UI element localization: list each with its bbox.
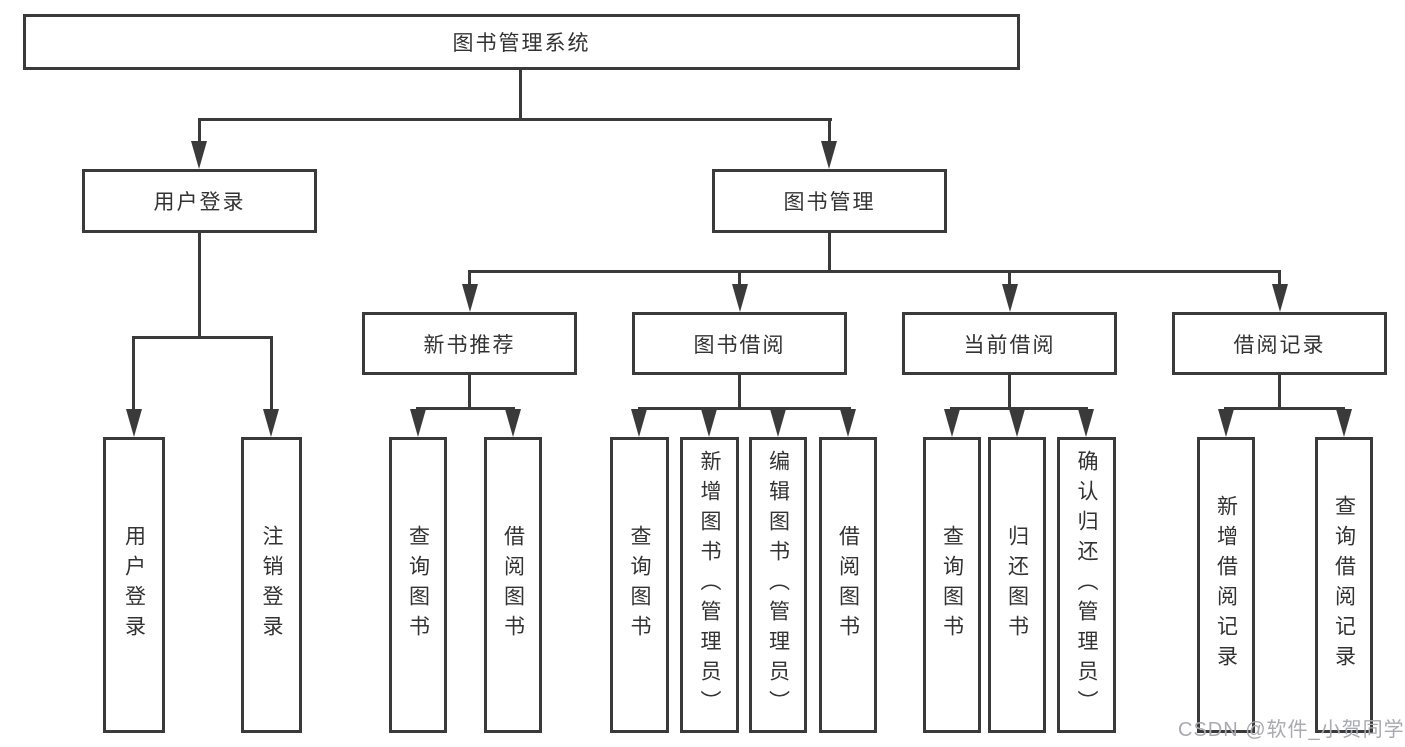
connector-line — [828, 233, 831, 272]
connector-line — [468, 270, 471, 286]
node-label: 查询图书 — [406, 525, 430, 645]
connector-line — [1008, 270, 1011, 286]
node-label: 图书借阅 — [693, 333, 786, 357]
connector-line — [1224, 407, 1345, 410]
arrow-down-icon — [1272, 284, 1288, 312]
connector-line — [1008, 375, 1011, 409]
node-label: 查询借阅记录 — [1332, 495, 1356, 675]
leaf-query-books-current: 查询图书 — [923, 437, 981, 733]
arrow-down-icon — [770, 409, 786, 437]
arrow-down-icon — [410, 409, 426, 437]
connector-line — [468, 375, 471, 409]
connector-line — [1278, 270, 1281, 286]
connector-line — [416, 407, 515, 410]
connector-line — [132, 336, 273, 339]
leaf-add-borrow-record: 新增借阅记录 — [1197, 437, 1255, 733]
node-label: 借阅记录 — [1233, 333, 1326, 357]
arrow-down-icon — [840, 409, 856, 437]
arrow-down-icon — [126, 409, 142, 437]
connector-line — [198, 233, 201, 339]
node-label: 借阅图书 — [836, 525, 860, 645]
connector-line — [738, 270, 741, 286]
arrow-down-icon — [1218, 409, 1234, 437]
connector-line — [638, 407, 851, 410]
leaf-user-login: 用户登录 — [103, 437, 165, 733]
node-label: 新增借阅记录 — [1214, 495, 1238, 675]
node-label: 当前借阅 — [963, 333, 1056, 357]
node-current-borrowing: 当前借阅 — [902, 312, 1117, 375]
connector-line — [828, 118, 831, 144]
arrow-down-icon — [732, 284, 748, 312]
node-label: 新增图书（管理员） — [698, 450, 721, 720]
arrow-down-icon — [944, 409, 960, 437]
node-label: 借阅图书 — [501, 525, 525, 645]
arrow-down-icon — [1009, 409, 1025, 437]
node-user-login: 用户登录 — [82, 169, 317, 233]
connector-line — [198, 118, 201, 144]
leaf-logout: 注销登录 — [241, 437, 302, 733]
arrow-down-icon — [505, 409, 521, 437]
leaf-edit-book-admin: 编辑图书（管理员） — [749, 437, 807, 733]
connector-line — [198, 118, 832, 121]
leaf-query-borrow-record: 查询借阅记录 — [1315, 437, 1373, 733]
leaf-borrow-books-recommend: 借阅图书 — [484, 437, 542, 733]
node-label: 图书管理系统 — [452, 32, 591, 55]
connector-line — [519, 70, 522, 120]
connector-line — [468, 270, 1281, 273]
node-label: 确认归还（管理员） — [1075, 450, 1098, 720]
node-borrowing-records: 借阅记录 — [1172, 312, 1387, 375]
node-label: 查询图书 — [940, 525, 964, 645]
arrow-down-icon — [1078, 409, 1094, 437]
connector-line — [738, 375, 741, 409]
arrow-down-icon — [462, 284, 478, 312]
node-label: 编辑图书（管理员） — [766, 450, 790, 720]
leaf-add-book-admin: 新增图书（管理员） — [680, 437, 739, 733]
connector-line — [270, 336, 273, 412]
leaf-borrow-books: 借阅图书 — [819, 437, 877, 733]
arrow-down-icon — [1002, 284, 1018, 312]
leaf-query-books-recommend: 查询图书 — [389, 437, 447, 733]
leaf-return-book: 归还图书 — [988, 437, 1046, 733]
connector-line — [1278, 375, 1281, 409]
node-label: 用户登录 — [122, 525, 146, 645]
node-label: 查询图书 — [628, 525, 651, 645]
arrow-down-icon — [191, 141, 207, 169]
leaf-query-books-borrowing: 查询图书 — [610, 437, 669, 733]
arrow-down-icon — [821, 141, 837, 169]
arrow-down-icon — [1336, 409, 1352, 437]
node-book-management: 图书管理 — [712, 169, 947, 233]
node-label: 图书管理 — [783, 191, 876, 214]
arrow-down-icon — [701, 409, 717, 437]
connector-line — [132, 336, 135, 412]
node-library-management-system: 图书管理系统 — [23, 14, 1020, 70]
watermark-text: CSDN @软件_小贺同学 — [1178, 719, 1405, 741]
node-new-book-recommendation: 新书推荐 — [362, 312, 577, 375]
arrow-down-icon — [263, 409, 279, 437]
node-label: 新书推荐 — [423, 333, 516, 357]
arrow-down-icon — [631, 409, 647, 437]
connector-line — [950, 407, 1088, 410]
node-label: 用户登录 — [153, 191, 246, 214]
node-book-borrowing: 图书借阅 — [632, 312, 847, 375]
leaf-confirm-return-admin: 确认归还（管理员） — [1057, 437, 1116, 733]
node-label: 归还图书 — [1005, 525, 1029, 645]
node-label: 注销登录 — [260, 525, 283, 645]
